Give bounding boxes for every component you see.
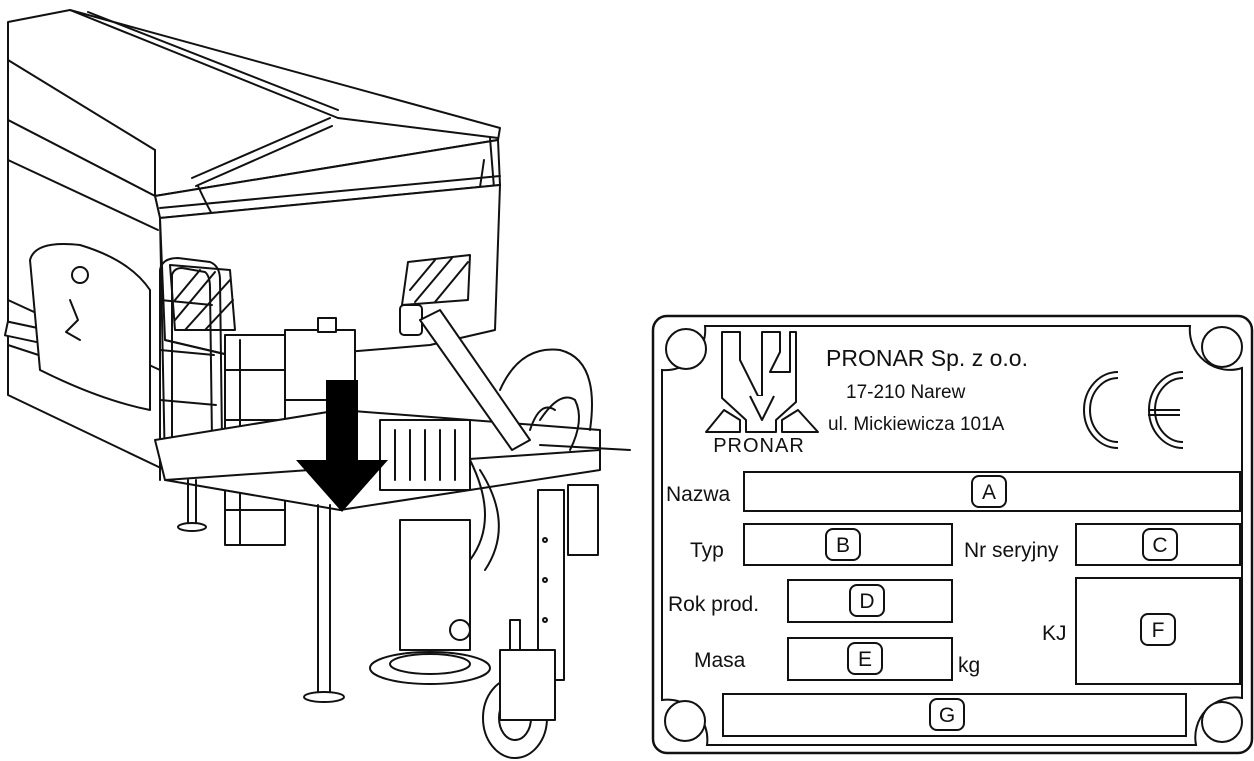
- label-kj: KJ: [1042, 622, 1067, 645]
- marker-d-text: D: [859, 590, 874, 613]
- screw-hole-top-right: [1201, 326, 1243, 368]
- arrow-down-icon: [296, 380, 388, 512]
- spreader-assembly: [369, 519, 521, 685]
- label-type: Typ: [690, 539, 724, 562]
- pronar-logo-icon: [705, 331, 819, 433]
- support-leg-left: [303, 504, 345, 703]
- support-leg-far-left: [177, 479, 207, 532]
- company-postal: 17-210 Narew: [846, 382, 966, 403]
- label-mass-unit: kg: [958, 654, 980, 677]
- marker-a-text: A: [982, 481, 996, 504]
- marker-d: [849, 584, 885, 617]
- label-serial: Nr seryjny: [964, 539, 1059, 562]
- marker-b: [825, 528, 861, 561]
- company-name: PRONAR Sp. z o.o.: [826, 345, 1028, 371]
- marker-e-text: E: [858, 648, 872, 671]
- ce-mark-icon: [1083, 371, 1184, 449]
- logo-wordmark: PRONAR: [713, 435, 805, 457]
- marker-b-text: B: [836, 534, 850, 557]
- spreader-trailer-illustration: [3, 9, 631, 759]
- nameplate: PRONAR PRONAR Sp. z o.o. 17-210 Narew ul…: [651, 314, 1254, 755]
- marker-e: [847, 642, 883, 675]
- warning-stripe-left: [169, 264, 236, 331]
- access-ladder: [159, 257, 223, 481]
- screw-hole-top-left: [665, 328, 707, 370]
- hydraulic-valve-block: [379, 419, 471, 491]
- marker-c: [1142, 528, 1178, 561]
- marker-g: [929, 698, 965, 731]
- support-leg-right: [537, 484, 599, 681]
- marker-c-text: C: [1152, 534, 1167, 557]
- label-year: Rok prod.: [668, 593, 759, 616]
- company-street: ul. Mickiewicza 101A: [828, 414, 1005, 435]
- marker-a: [971, 475, 1007, 508]
- screw-hole-bottom-left: [664, 700, 706, 742]
- label-mass: Masa: [694, 649, 746, 672]
- marker-f: [1140, 613, 1176, 646]
- label-name: Nazwa: [666, 483, 731, 506]
- warning-stripe-right: [401, 254, 471, 306]
- marker-f-text: F: [1152, 619, 1165, 642]
- screw-hole-bottom-right: [1201, 701, 1243, 743]
- marker-g-text: G: [939, 704, 955, 727]
- guide-wheel: [482, 649, 556, 759]
